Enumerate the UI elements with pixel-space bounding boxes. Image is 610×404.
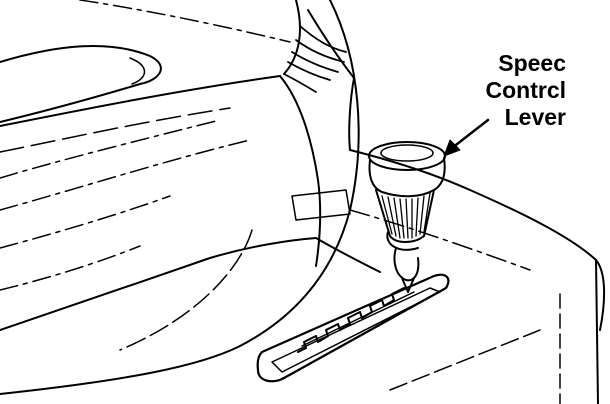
speed-control-lever [386, 231, 420, 293]
label-line-2: Contrcl [485, 77, 567, 103]
speed-control-lever-label: Speec Contrcl Lever [486, 50, 567, 131]
console-body [315, 149, 606, 404]
label-line-3: Lever [504, 104, 566, 130]
console-recess [291, 189, 351, 221]
seat-contour-lines [0, 0, 291, 291]
seat-side-sweep [0, 0, 360, 395]
shift-gate-plate [256, 273, 450, 383]
lever-knob [368, 141, 446, 243]
seat-bolster [283, 0, 355, 151]
seat-back [0, 45, 162, 123]
label-line-1: Speec [498, 50, 566, 76]
seat-cushion [0, 75, 322, 331]
callout-arrow [443, 118, 490, 157]
gear-detent-notches [297, 287, 405, 353]
